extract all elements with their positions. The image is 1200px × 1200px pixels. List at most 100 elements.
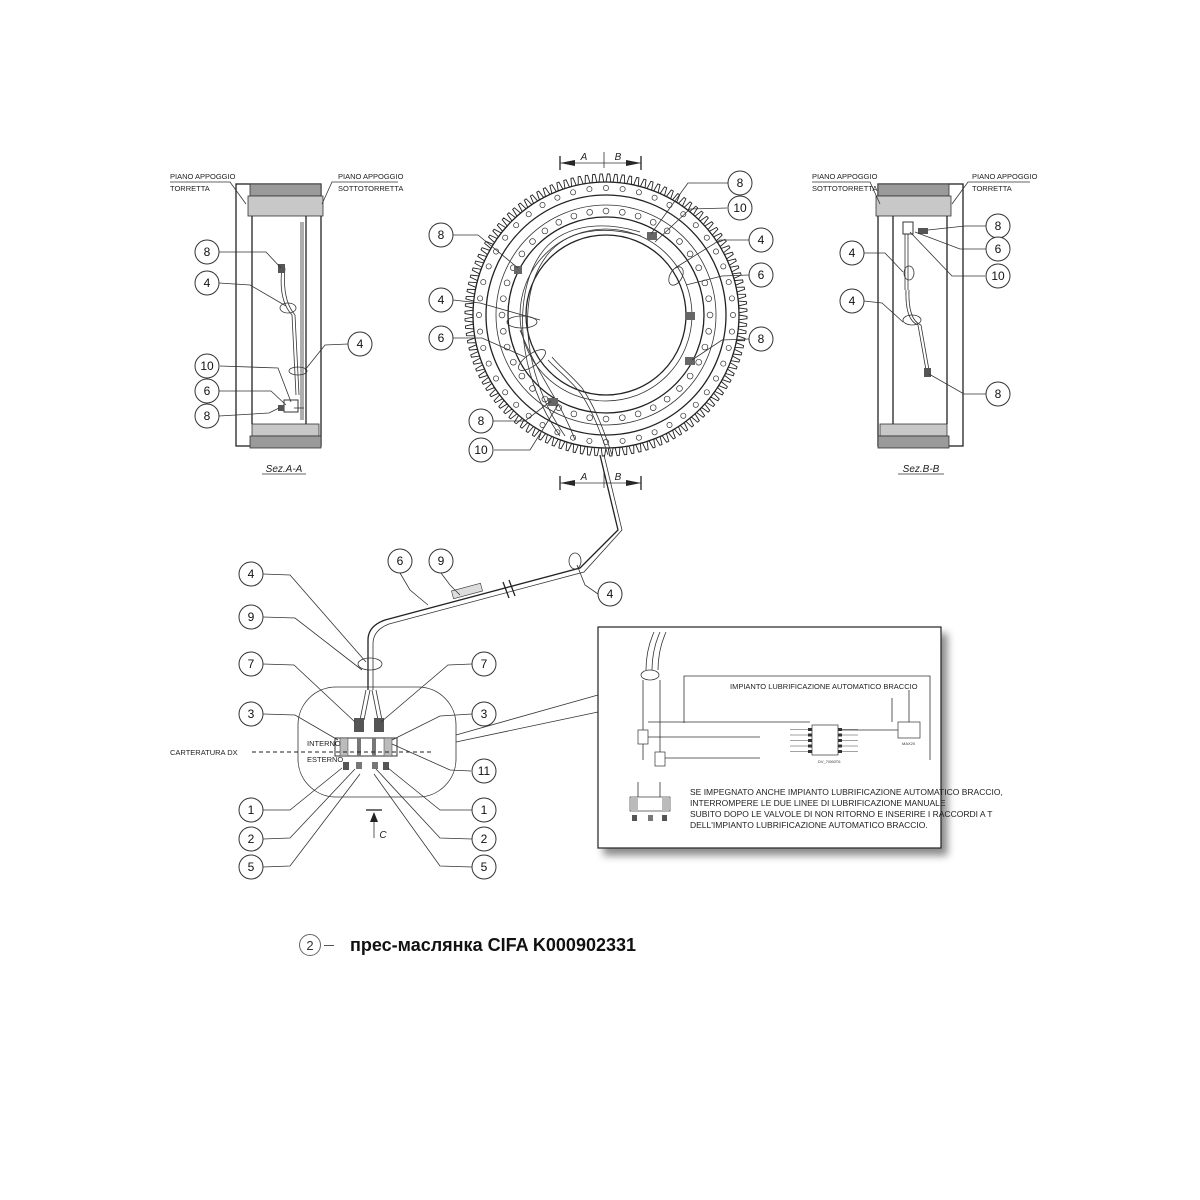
callout-3: 3 xyxy=(238,701,339,741)
section-letter: B xyxy=(615,152,622,163)
bolt-hole xyxy=(728,295,735,302)
callout-leader xyxy=(373,773,473,868)
callout-number: 8 xyxy=(204,409,211,423)
bolt-hole xyxy=(493,375,499,382)
tiny-label: DV_7/060T6 xyxy=(818,759,841,764)
callout-6: 6 xyxy=(387,548,429,606)
callout-4: 4 xyxy=(428,287,541,321)
bolt-hole xyxy=(730,312,736,318)
callout-leader xyxy=(219,365,292,403)
bolt-hole xyxy=(502,389,509,396)
callout-leader xyxy=(576,564,599,595)
section-a-a-view: Sez.A-A xyxy=(235,183,324,475)
legend-item: 2 прес-маслянка CIFA K000902331 xyxy=(299,932,636,958)
bolt-hole xyxy=(477,328,484,335)
label-line: SOTTOTORRETTA xyxy=(812,184,877,193)
callout-number: 6 xyxy=(995,242,1002,256)
bolt-hole xyxy=(485,360,492,367)
callout-leader xyxy=(380,663,473,723)
callout-8: 8 xyxy=(650,170,753,235)
section-letter: C xyxy=(379,830,387,841)
section-letter: B xyxy=(615,472,622,483)
bolt-hole xyxy=(555,219,563,226)
callout-leader xyxy=(453,337,526,358)
callout-circle xyxy=(471,854,497,880)
callout-leader xyxy=(262,768,356,840)
callout-8: 8 xyxy=(927,213,1011,239)
bolt-hole xyxy=(513,222,520,229)
callout-8: 8 xyxy=(928,373,1011,407)
bolt-hole xyxy=(539,202,546,208)
valve-outlet xyxy=(808,728,812,731)
inset-note-line: SE IMPEGNATO ANCHE IMPIANTO LUBRIFICAZIO… xyxy=(690,787,1003,797)
bolt-hole xyxy=(725,279,732,286)
gear-teeth-outline xyxy=(464,173,748,457)
callout-circle xyxy=(468,408,494,434)
callout-10: 10 xyxy=(194,353,292,403)
callout-circle xyxy=(985,263,1011,289)
callout-number: 10 xyxy=(991,269,1005,283)
callout-circle xyxy=(471,701,497,727)
callout-leader xyxy=(375,768,473,840)
manifold-detail: CARTERATURA DX INTERNO ESTERNO C xyxy=(170,686,599,841)
bolt-hole xyxy=(706,311,714,319)
callout-3: 3 xyxy=(391,701,497,741)
callout-4: 4 xyxy=(674,227,774,269)
bolt-hole xyxy=(635,434,642,441)
bolt-hole xyxy=(651,194,658,201)
bolt-hole xyxy=(554,194,561,201)
callout-5: 5 xyxy=(238,773,361,880)
callout-leader xyxy=(262,616,363,671)
callout-4: 4 xyxy=(304,331,373,371)
bolt-holes-outer xyxy=(476,185,736,445)
callout-leader xyxy=(262,573,367,663)
callout-number: 6 xyxy=(438,331,445,345)
section-letter: A xyxy=(580,472,588,483)
label-line: SOTTOTORRETTA xyxy=(338,184,403,193)
callout-leader xyxy=(387,767,472,811)
legend-dash xyxy=(324,944,334,946)
inset-note-line: DELL'IMPIANTO LUBRIFICAZIONE AUTOMATICO … xyxy=(690,820,928,830)
callout-circle xyxy=(238,797,264,823)
section-marks-bottom: A B xyxy=(559,472,642,490)
callout-6: 6 xyxy=(194,378,287,406)
callout-circle xyxy=(839,240,865,266)
callout-circle xyxy=(347,331,373,357)
callout-leader xyxy=(685,274,750,286)
bolt-hole xyxy=(701,343,709,351)
callout-leader xyxy=(440,572,461,596)
callout-leader xyxy=(452,299,541,321)
callout-leader xyxy=(262,773,361,868)
callout-leader xyxy=(914,231,986,250)
callout-circle xyxy=(471,758,497,784)
callout-8: 8 xyxy=(691,326,774,361)
callout-circle xyxy=(387,548,413,574)
bolt-hole xyxy=(680,211,687,218)
callout-number: 3 xyxy=(248,707,255,721)
callout-number: 8 xyxy=(758,332,765,346)
bolt-hole xyxy=(619,437,626,444)
bolt-hole xyxy=(485,263,492,270)
callout-circle xyxy=(985,236,1011,262)
callout-leader xyxy=(391,713,473,741)
callout-11: 11 xyxy=(391,743,497,784)
callout-leader xyxy=(304,343,349,371)
bolt-hole xyxy=(666,422,673,428)
label-line: TORRETTA xyxy=(972,184,1012,193)
callout-circle xyxy=(238,561,264,587)
label-line: PIANO APPOGGIO xyxy=(170,172,236,181)
bolt-hole xyxy=(477,295,484,302)
callout-leader xyxy=(927,225,986,231)
valve-outlet xyxy=(838,744,842,748)
callout-leader xyxy=(399,572,429,606)
bolt-hole xyxy=(695,358,702,366)
bolt-hole xyxy=(525,412,532,419)
bolt-hole xyxy=(500,295,507,302)
callout-circle xyxy=(238,604,264,630)
callout-circle xyxy=(428,325,454,351)
section-b-b-view: Sez.B-B xyxy=(875,183,964,475)
callout-number: 4 xyxy=(607,587,614,601)
label-line: PIANO APPOGGIO xyxy=(812,172,878,181)
